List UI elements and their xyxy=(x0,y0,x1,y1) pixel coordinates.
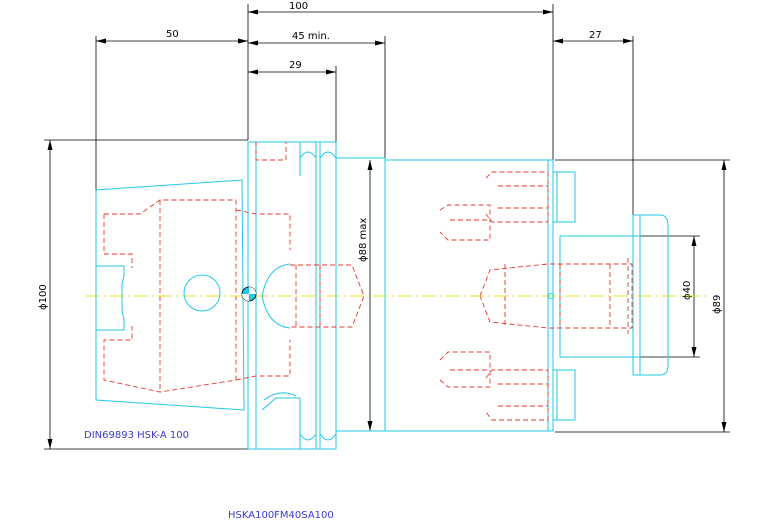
coolant-bore-circle xyxy=(183,274,221,312)
dimension-lines xyxy=(44,4,730,450)
dim-phi40-label: ϕ40 xyxy=(682,281,693,300)
dim-45-label: 45 min. xyxy=(292,31,330,42)
dimension-text: 100 50 45 min. 29 27 ϕ100 ϕ88 max ϕ40 ϕ8… xyxy=(38,1,723,314)
reference-point-quadrant-2 xyxy=(242,294,249,301)
reference-point-quadrant xyxy=(249,287,256,294)
dim-29-label: 29 xyxy=(289,60,302,71)
flange-arc-lower xyxy=(261,295,291,329)
flange-arc xyxy=(261,263,291,297)
dim-phi89-label: ϕ89 xyxy=(712,295,723,314)
dim-100-label: 100 xyxy=(289,1,308,12)
main-body-outline xyxy=(336,157,669,432)
standard-label: DIN69893 HSK-A 100 xyxy=(84,430,189,441)
hidden-lines xyxy=(103,142,633,421)
part-number-label: HSKA100FM40SA100 xyxy=(228,510,334,521)
dim-phi100-label: ϕ100 xyxy=(38,284,49,310)
flange-outline xyxy=(247,141,337,450)
dim-phi88-label: ϕ88 max xyxy=(358,218,369,262)
dim-27-label: 27 xyxy=(589,30,602,41)
front-center-mark xyxy=(548,293,554,299)
dim-50-label: 50 xyxy=(166,29,179,40)
hsk-shank-outline xyxy=(95,179,245,411)
